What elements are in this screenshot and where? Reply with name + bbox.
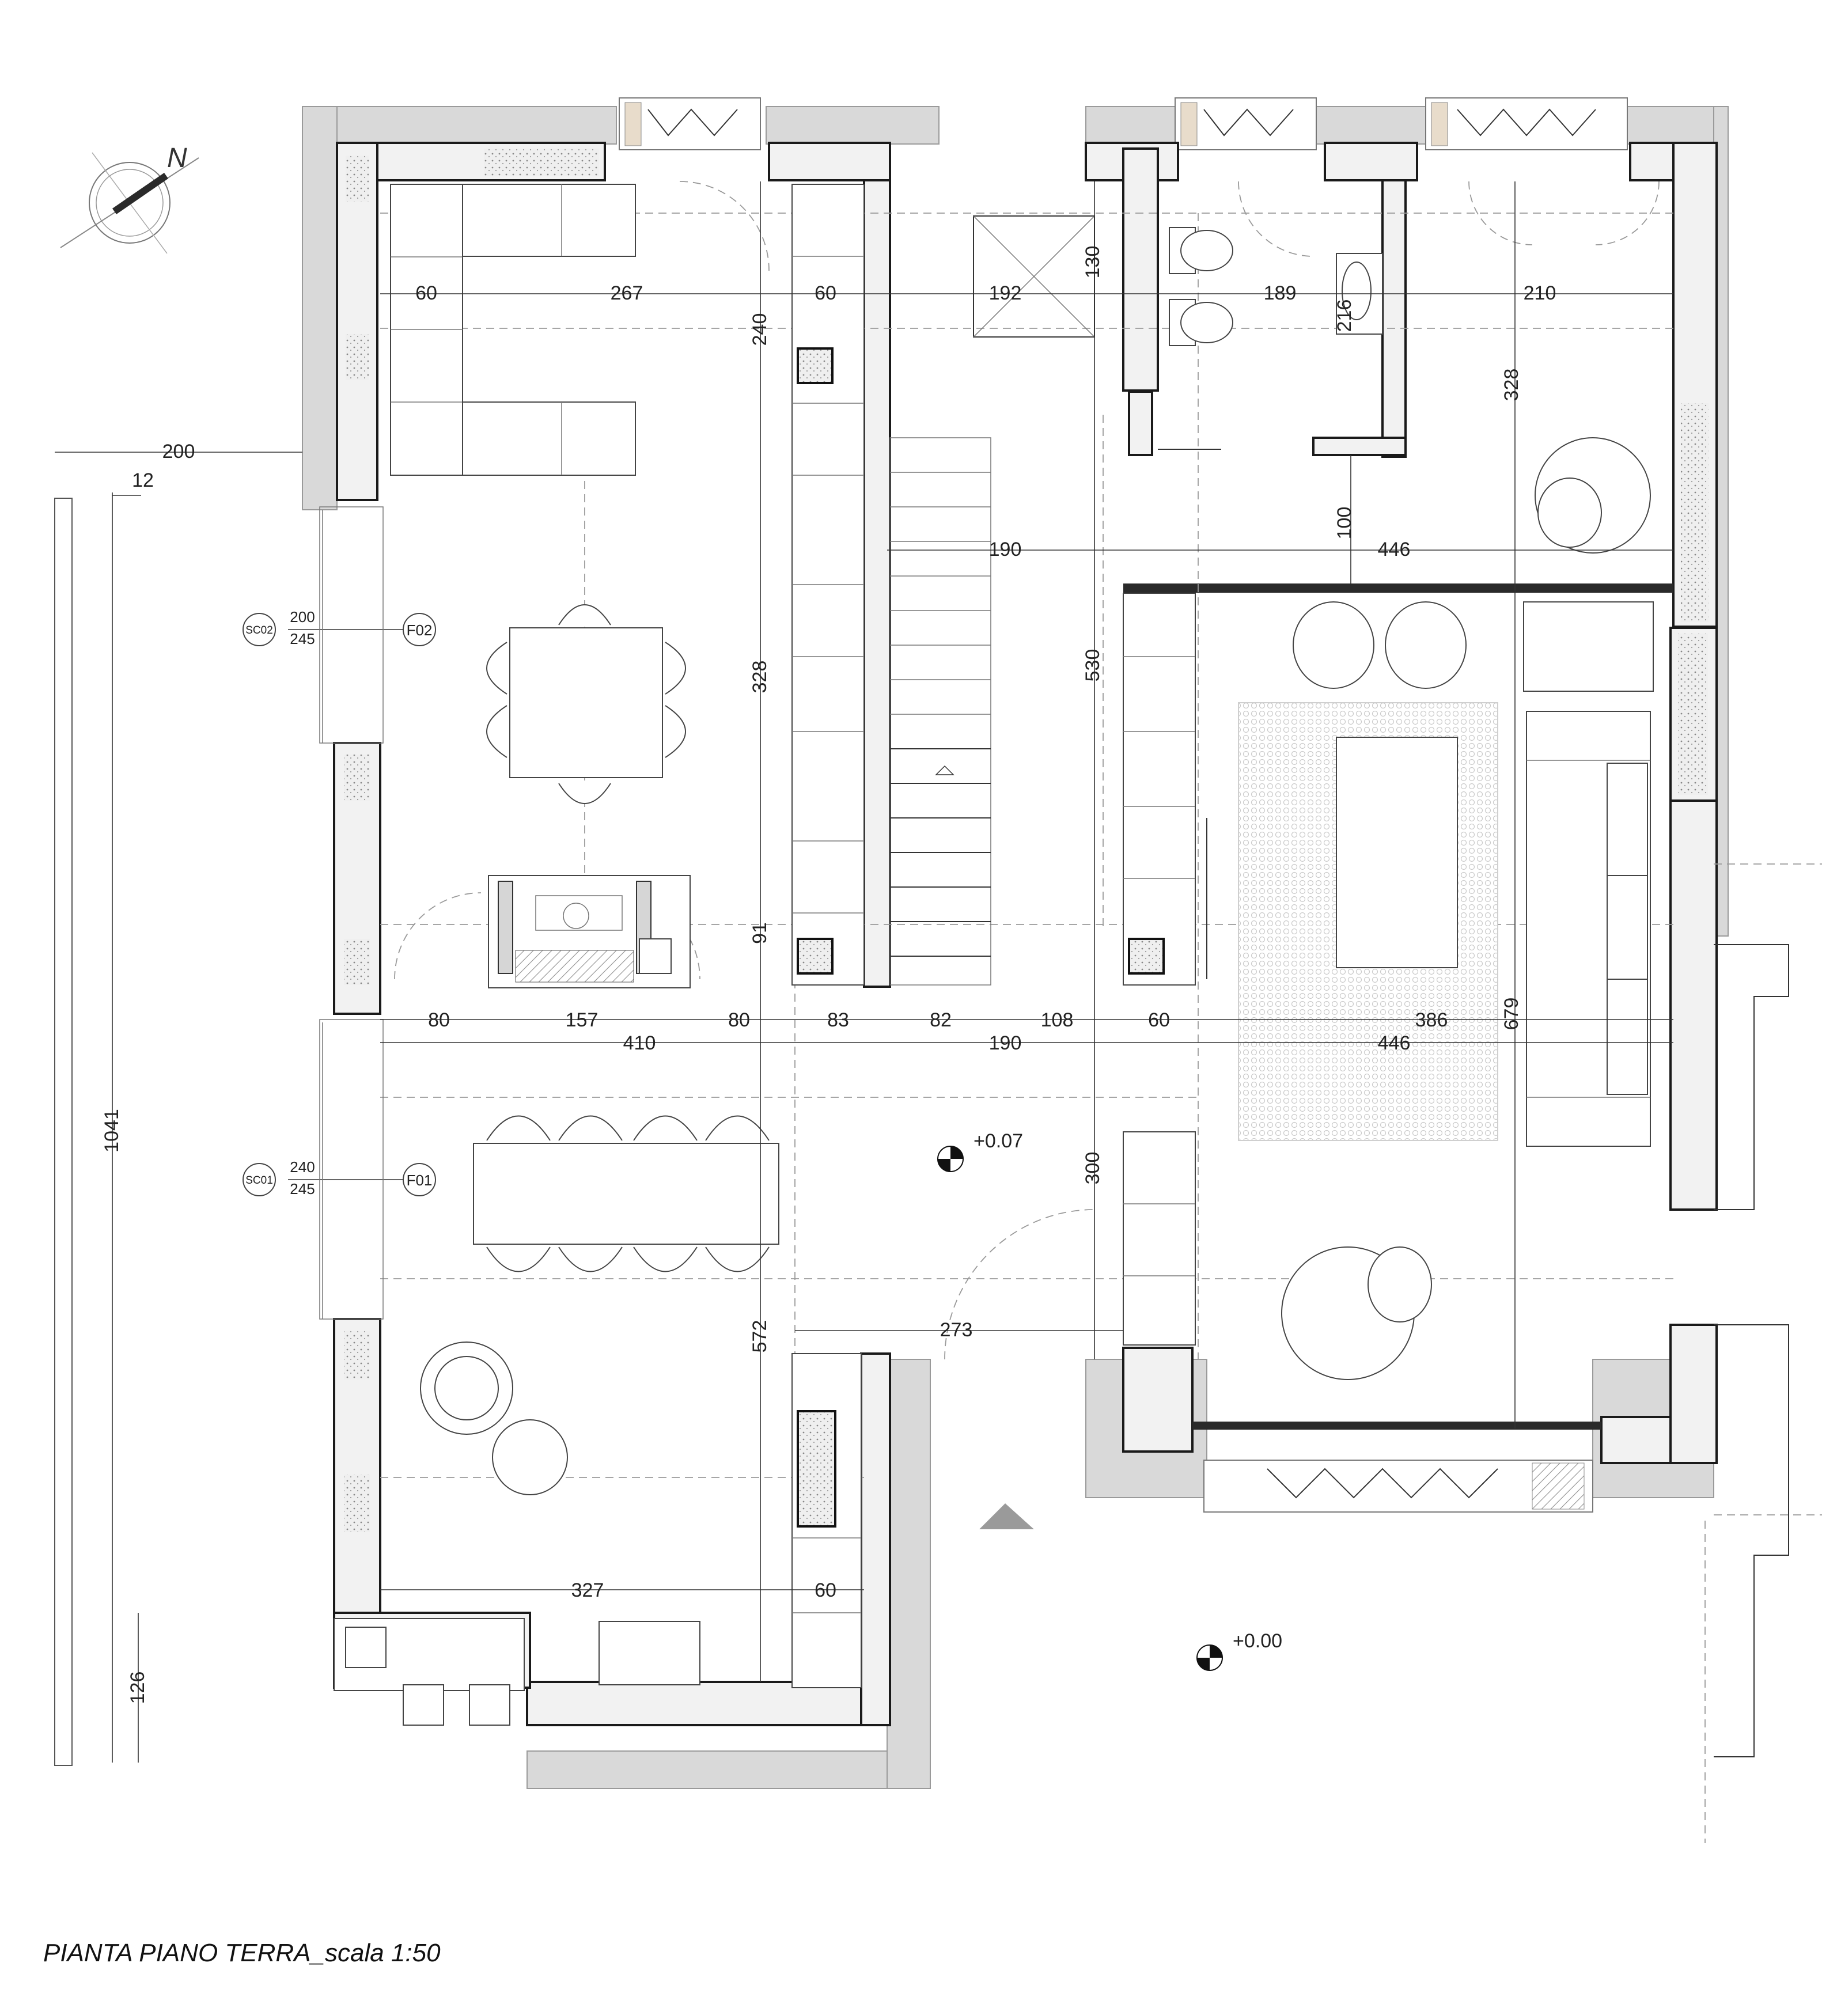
north-label: N <box>167 143 187 173</box>
svg-text:108: 108 <box>1041 1009 1074 1031</box>
svg-text:157: 157 <box>566 1009 599 1031</box>
svg-text:200: 200 <box>162 441 195 463</box>
drawing-caption: PIANTA PIANO TERRA_scala 1:50 <box>43 1939 441 1967</box>
armchairs-left <box>420 1342 568 1495</box>
svg-text:200: 200 <box>290 608 315 626</box>
svg-text:300: 300 <box>1082 1152 1104 1185</box>
svg-text:327: 327 <box>571 1579 604 1601</box>
level-marker-interior: +0.07 <box>937 1130 1023 1172</box>
center-storage <box>791 184 865 986</box>
dining-table-long <box>473 1115 779 1272</box>
kitchen-counters <box>390 184 636 476</box>
svg-text:60: 60 <box>1148 1009 1170 1031</box>
left-glazing <box>319 506 384 1320</box>
svg-text:245: 245 <box>290 1180 315 1198</box>
svg-text:130: 130 <box>1082 246 1104 279</box>
svg-text:189: 189 <box>1264 282 1297 304</box>
svg-text:80: 80 <box>428 1009 450 1031</box>
entrance-marker-icon <box>979 1503 1034 1529</box>
dining-table-small <box>486 604 686 804</box>
svg-text:679: 679 <box>1501 998 1522 1030</box>
north-arrow-icon: N <box>60 143 199 254</box>
svg-text:216: 216 <box>1334 300 1355 332</box>
svg-text:1041: 1041 <box>101 1109 123 1153</box>
svg-text:273: 273 <box>940 1319 973 1341</box>
svg-text:328: 328 <box>749 661 771 694</box>
svg-text:190: 190 <box>989 1032 1022 1054</box>
dimension-labels: 60 267 60 192 189 210 130 216 240 328 10… <box>101 246 1556 1704</box>
svg-text:446: 446 <box>1378 539 1411 560</box>
svg-text:60: 60 <box>815 282 836 304</box>
window-top-center <box>1175 97 1317 150</box>
staircase <box>889 437 991 986</box>
svg-text:91: 91 <box>749 922 771 944</box>
svg-text:267: 267 <box>611 282 643 304</box>
level-marker-exterior: +0.00 <box>1196 1630 1282 1671</box>
round-table-living <box>1281 1246 1432 1380</box>
svg-text:572: 572 <box>749 1320 771 1353</box>
svg-text:60: 60 <box>415 282 437 304</box>
svg-text:245: 245 <box>290 630 315 647</box>
svg-text:12: 12 <box>132 469 154 491</box>
svg-text:190: 190 <box>989 539 1022 560</box>
inner-walls <box>333 142 1718 1726</box>
exterior-right <box>1714 944 1789 1757</box>
storage-bottom <box>599 1353 862 1688</box>
dimension-lines <box>54 181 1673 1766</box>
svg-text:SC02: SC02 <box>245 624 273 636</box>
fireplace-unit <box>488 875 691 988</box>
svg-text:530: 530 <box>1082 649 1104 682</box>
rug <box>1238 702 1498 1141</box>
svg-text:210: 210 <box>1524 282 1556 304</box>
svg-text:328: 328 <box>1501 369 1522 401</box>
svg-text:+0.00: +0.00 <box>1233 1630 1282 1652</box>
window-top-right <box>1425 97 1628 150</box>
svg-text:446: 446 <box>1378 1032 1411 1054</box>
sofa <box>1523 601 1654 1147</box>
round-table-bedroom <box>1535 437 1651 554</box>
opening-tag-sc02: SC02 200 245 F02 <box>243 608 436 647</box>
bench-bottom-left <box>334 1618 525 1726</box>
svg-text:410: 410 <box>623 1032 656 1054</box>
svg-text:80: 80 <box>728 1009 750 1031</box>
bathroom-fixtures <box>1158 227 1383 450</box>
svg-text:+0.07: +0.07 <box>973 1130 1023 1152</box>
svg-text:83: 83 <box>827 1009 849 1031</box>
shower <box>973 215 1095 338</box>
living-storage <box>1123 593 1207 1346</box>
opening-tag-sc01: SC01 240 245 F01 <box>243 1158 436 1198</box>
window-top-left <box>619 97 761 150</box>
svg-text:F01: F01 <box>407 1172 433 1189</box>
svg-text:192: 192 <box>989 282 1022 304</box>
svg-text:100: 100 <box>1334 507 1355 540</box>
svg-text:240: 240 <box>749 313 771 346</box>
svg-text:240: 240 <box>290 1158 315 1176</box>
svg-text:SC01: SC01 <box>245 1174 273 1187</box>
svg-text:F02: F02 <box>407 622 433 639</box>
svg-text:82: 82 <box>930 1009 952 1031</box>
svg-text:60: 60 <box>815 1579 836 1601</box>
svg-text:126: 126 <box>127 1672 149 1704</box>
window-bottom <box>1203 1460 1593 1513</box>
svg-text:386: 386 <box>1415 1009 1448 1031</box>
lounge-chairs <box>1293 601 1467 689</box>
